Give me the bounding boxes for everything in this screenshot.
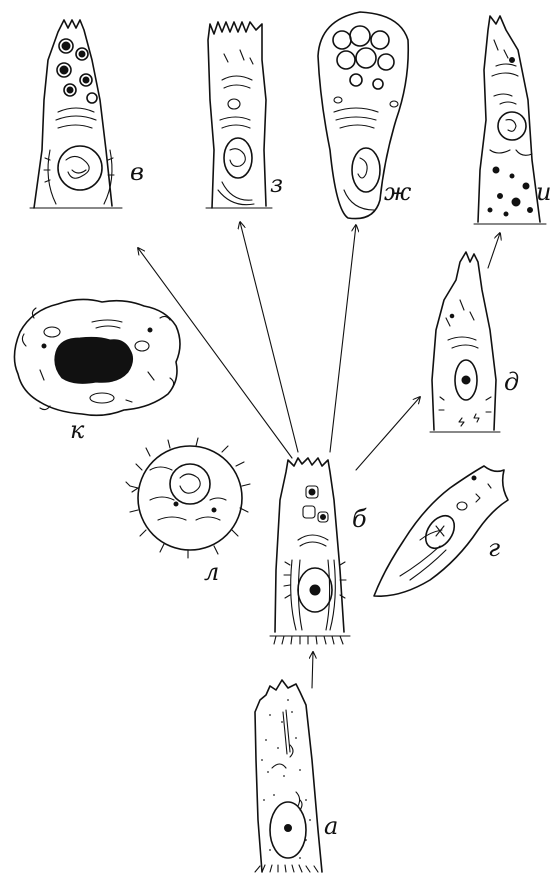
- label-a: а: [324, 812, 338, 840]
- label-g: г: [488, 534, 500, 562]
- label-b: б: [352, 505, 367, 533]
- arrow-b-to-v: [138, 248, 292, 458]
- arrow-a-to-b: [312, 652, 313, 688]
- cell-d: д: [430, 252, 519, 432]
- arrow-b-to-zh: [330, 225, 356, 452]
- cell-i-nucleus: [498, 112, 526, 140]
- cell-l-surface-projections: [126, 438, 250, 558]
- label-i: и: [536, 178, 551, 206]
- label-v: в: [130, 158, 144, 186]
- cell-v-granules: [57, 39, 97, 103]
- cell-z-nucleus: [224, 138, 252, 178]
- cell-b: б: [270, 458, 367, 644]
- cell-v-nucleus: [58, 146, 102, 190]
- cell-i: и: [474, 16, 551, 224]
- cell-a-stipple: [261, 699, 311, 859]
- arrow-b-to-d: [356, 397, 420, 470]
- cell-l: л: [126, 438, 250, 586]
- cell-k: к: [14, 299, 180, 444]
- cell-k-pyknotic-nucleus: [55, 337, 133, 383]
- label-zh: ж: [384, 178, 412, 206]
- cell-g: г: [374, 466, 508, 596]
- label-d: д: [504, 368, 519, 396]
- label-z: з: [270, 170, 283, 198]
- arrow-b-to-z: [240, 222, 298, 452]
- cell-l-nucleus: [170, 464, 210, 504]
- cell-zh-nucleus: [352, 148, 380, 192]
- arrow-d-to-i: [488, 233, 500, 268]
- cell-zh-vacuoles: [333, 26, 394, 89]
- cell-v: в: [30, 20, 144, 208]
- cell-a: а: [255, 680, 338, 872]
- cell-g-nucleus: [420, 510, 460, 553]
- cell-i-granules: [488, 167, 533, 216]
- cell-zh: ж: [318, 12, 412, 219]
- cell-z: з: [206, 22, 283, 208]
- label-k: к: [70, 416, 85, 444]
- label-l: л: [204, 558, 219, 586]
- arrows: [138, 222, 500, 688]
